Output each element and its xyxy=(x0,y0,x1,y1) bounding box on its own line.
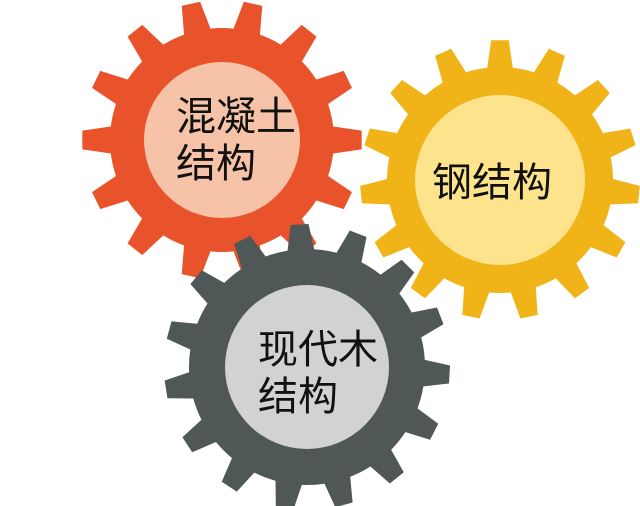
gear-timber: 现代木 结构 xyxy=(164,224,450,506)
gear-timber-label-line-1: 现代木 xyxy=(258,327,378,373)
gear-concrete-label-line-2: 结构 xyxy=(176,141,256,187)
gear-concrete-hub xyxy=(144,62,300,218)
gear-steel: 钢结构 xyxy=(360,40,640,319)
gear-concrete: 混凝土 结构 xyxy=(82,1,362,279)
gear-concrete-label-line-1: 混凝土 xyxy=(176,94,296,140)
gear-steel-label-line-1: 钢结构 xyxy=(432,160,552,206)
gear-timber-hub xyxy=(225,285,389,449)
gear-timber-label-line-2: 结构 xyxy=(258,374,338,420)
gear-steel-hub xyxy=(415,95,585,265)
